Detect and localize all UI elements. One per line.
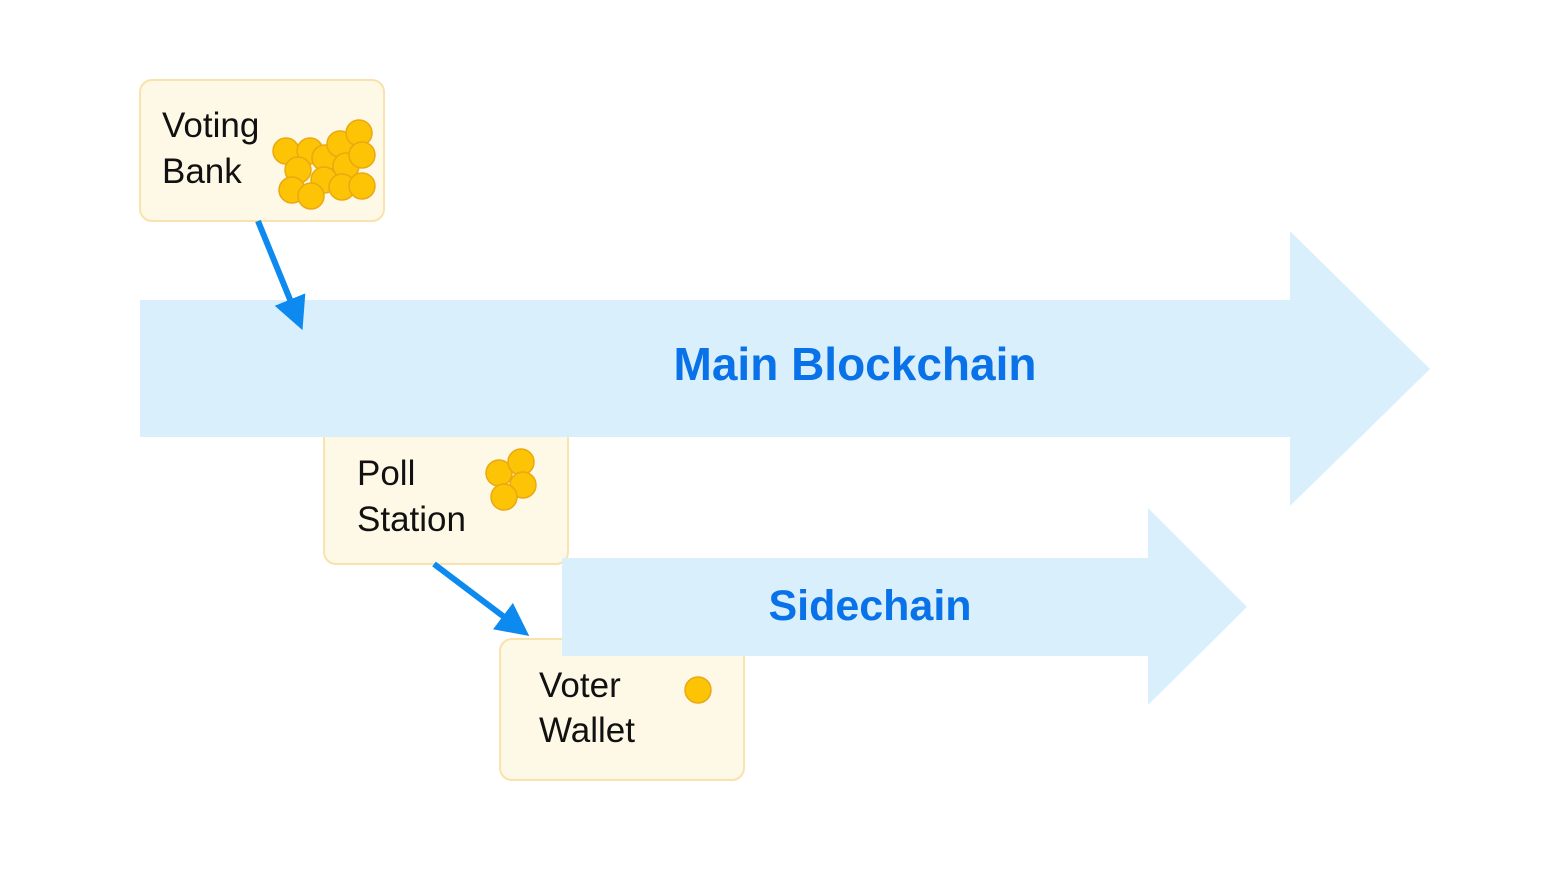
sidechain-label: Sidechain (768, 582, 971, 630)
coin-icon (684, 676, 712, 704)
coin-icon (507, 448, 535, 476)
voter-wallet-coins (684, 676, 712, 704)
voter-wallet-box: Voter Wallet (499, 638, 745, 781)
coin-icon (348, 172, 376, 200)
coin-icon (297, 182, 325, 210)
voting-bank-label-line2: Bank (162, 152, 242, 191)
poll-station-coins (485, 448, 537, 511)
arrow-icon (255, 219, 306, 331)
voting-bank-label-line1: Voting (162, 106, 259, 145)
coin-icon (348, 141, 376, 169)
poll-station-label-line1: Poll (357, 454, 415, 493)
voter-wallet-label-line2: Wallet (539, 711, 635, 750)
arrow-icon (432, 561, 530, 636)
main-blockchain-arrow: Main Blockchain (140, 231, 1430, 506)
coin-icon (490, 483, 518, 511)
voting-bank-box: Voting Bank (139, 79, 385, 222)
sidechain-arrow: Sidechain (562, 508, 1247, 705)
voting-bank-coins (272, 119, 376, 210)
main-blockchain-label: Main Blockchain (674, 338, 1037, 390)
poll-station-box: Poll Station (323, 419, 569, 565)
poll-station-label-line2: Station (357, 500, 466, 539)
voter-wallet-label-line1: Voter (539, 666, 621, 705)
